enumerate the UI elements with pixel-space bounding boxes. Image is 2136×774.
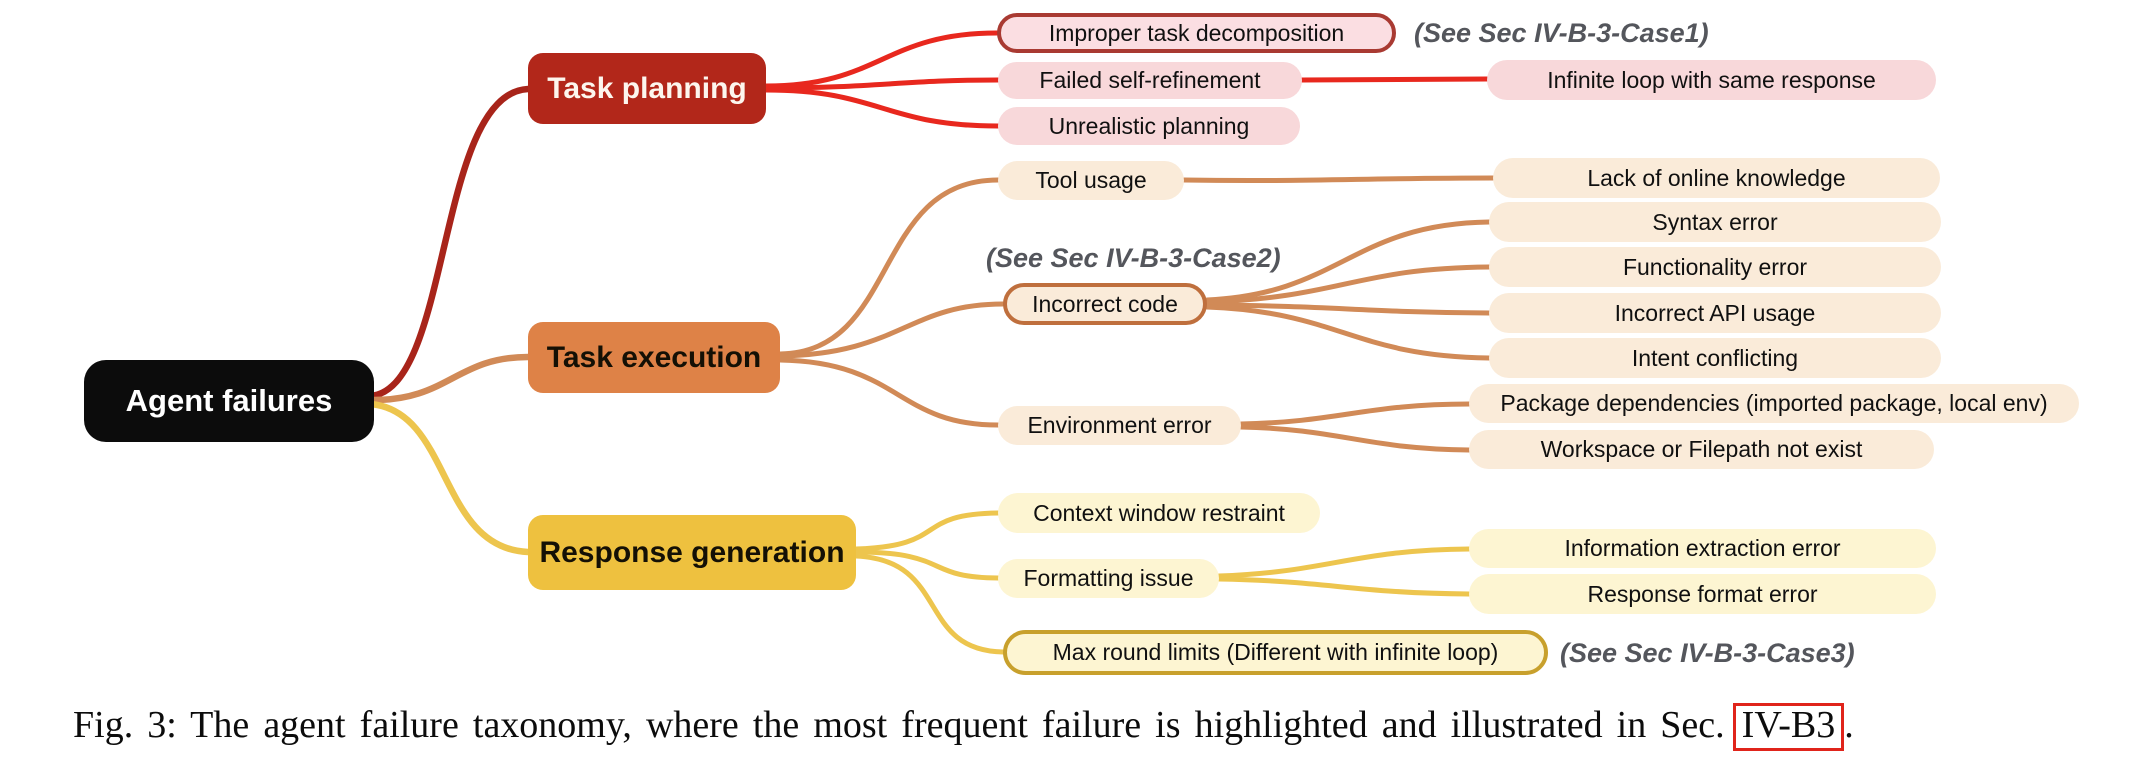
link-formatting-info-extraction bbox=[1216, 546, 1472, 579]
figure-caption: Fig. 3: The agent failure taxonomy, wher… bbox=[73, 703, 1854, 751]
caption-section-link[interactable]: IV-B3 bbox=[1732, 703, 1845, 751]
node-unrealistic-planning: Unrealistic planning bbox=[998, 107, 1300, 145]
node-lack-of-online-knowledge: Lack of online knowledge bbox=[1493, 158, 1940, 198]
link-environment-workspace bbox=[1238, 424, 1472, 453]
caption-period: . bbox=[1844, 704, 1854, 746]
annotation-see-sec-case2: (See Sec IV-B-3-Case2) bbox=[986, 242, 1281, 273]
node-formatting-issue: Formatting issue bbox=[998, 559, 1219, 598]
link-incorrect-intent bbox=[1204, 304, 1492, 361]
node-syntax-error: Syntax error bbox=[1489, 202, 1941, 242]
node-failed-self-refinement: Failed self-refinement bbox=[998, 62, 1302, 99]
link-planning-unrealistic bbox=[763, 87, 1001, 129]
node-infinite-loop-same-response: Infinite loop with same response bbox=[1487, 60, 1936, 100]
link-execution-incorrect-code bbox=[777, 301, 1006, 359]
annotation-see-sec-case1: (See Sec IV-B-3-Case1) bbox=[1414, 17, 1709, 48]
node-incorrect-code: Incorrect code bbox=[1003, 283, 1207, 325]
link-formatting-format-error bbox=[1216, 576, 1472, 597]
node-response-generation: Response generation bbox=[528, 515, 856, 590]
node-package-dependencies: Package dependencies (imported package, … bbox=[1469, 384, 2079, 423]
link-root-task-planning bbox=[367, 85, 532, 400]
link-response-context-window bbox=[853, 510, 1001, 552]
node-information-extraction-error: Information extraction error bbox=[1469, 529, 1936, 568]
link-response-max-round bbox=[853, 553, 1006, 655]
node-improper-task-decomposition: Improper task decomposition bbox=[997, 13, 1396, 53]
node-environment-error: Environment error bbox=[998, 406, 1241, 445]
node-task-execution: Task execution bbox=[528, 322, 780, 393]
link-planning-failed bbox=[763, 77, 1001, 91]
link-root-response-generation bbox=[367, 400, 532, 556]
link-incorrect-api bbox=[1204, 302, 1492, 316]
node-intent-conflicting: Intent conflicting bbox=[1489, 338, 1941, 378]
link-response-formatting bbox=[853, 549, 1001, 581]
node-response-format-error: Response format error bbox=[1469, 574, 1936, 614]
node-max-round-limits: Max round limits (Different with infinit… bbox=[1003, 630, 1548, 675]
link-execution-tool-usage bbox=[777, 177, 1001, 357]
link-execution-environment bbox=[777, 357, 1001, 428]
link-incorrect-syntax bbox=[1204, 219, 1492, 303]
link-incorrect-functionality bbox=[1204, 264, 1492, 305]
link-failed-infinite-loop bbox=[1299, 76, 1490, 83]
annotation-see-sec-case3: (See Sec IV-B-3-Case3) bbox=[1560, 637, 1855, 668]
node-task-planning: Task planning bbox=[528, 53, 766, 124]
node-functionality-error: Functionality error bbox=[1489, 247, 1941, 287]
node-agent-failures: Agent failures bbox=[84, 360, 374, 442]
link-root-task-execution bbox=[367, 353, 532, 404]
caption-text: Fig. 3: The agent failure taxonomy, wher… bbox=[73, 704, 1725, 746]
node-workspace-filepath-not-exist: Workspace or Filepath not exist bbox=[1469, 430, 1934, 469]
node-incorrect-api-usage: Incorrect API usage bbox=[1489, 293, 1941, 333]
link-environment-package bbox=[1238, 401, 1472, 427]
node-tool-usage: Tool usage bbox=[998, 161, 1184, 200]
link-planning-improper bbox=[763, 30, 1000, 89]
link-tool-lack-online bbox=[1181, 175, 1496, 184]
node-context-window-restraint: Context window restraint bbox=[998, 493, 1320, 533]
